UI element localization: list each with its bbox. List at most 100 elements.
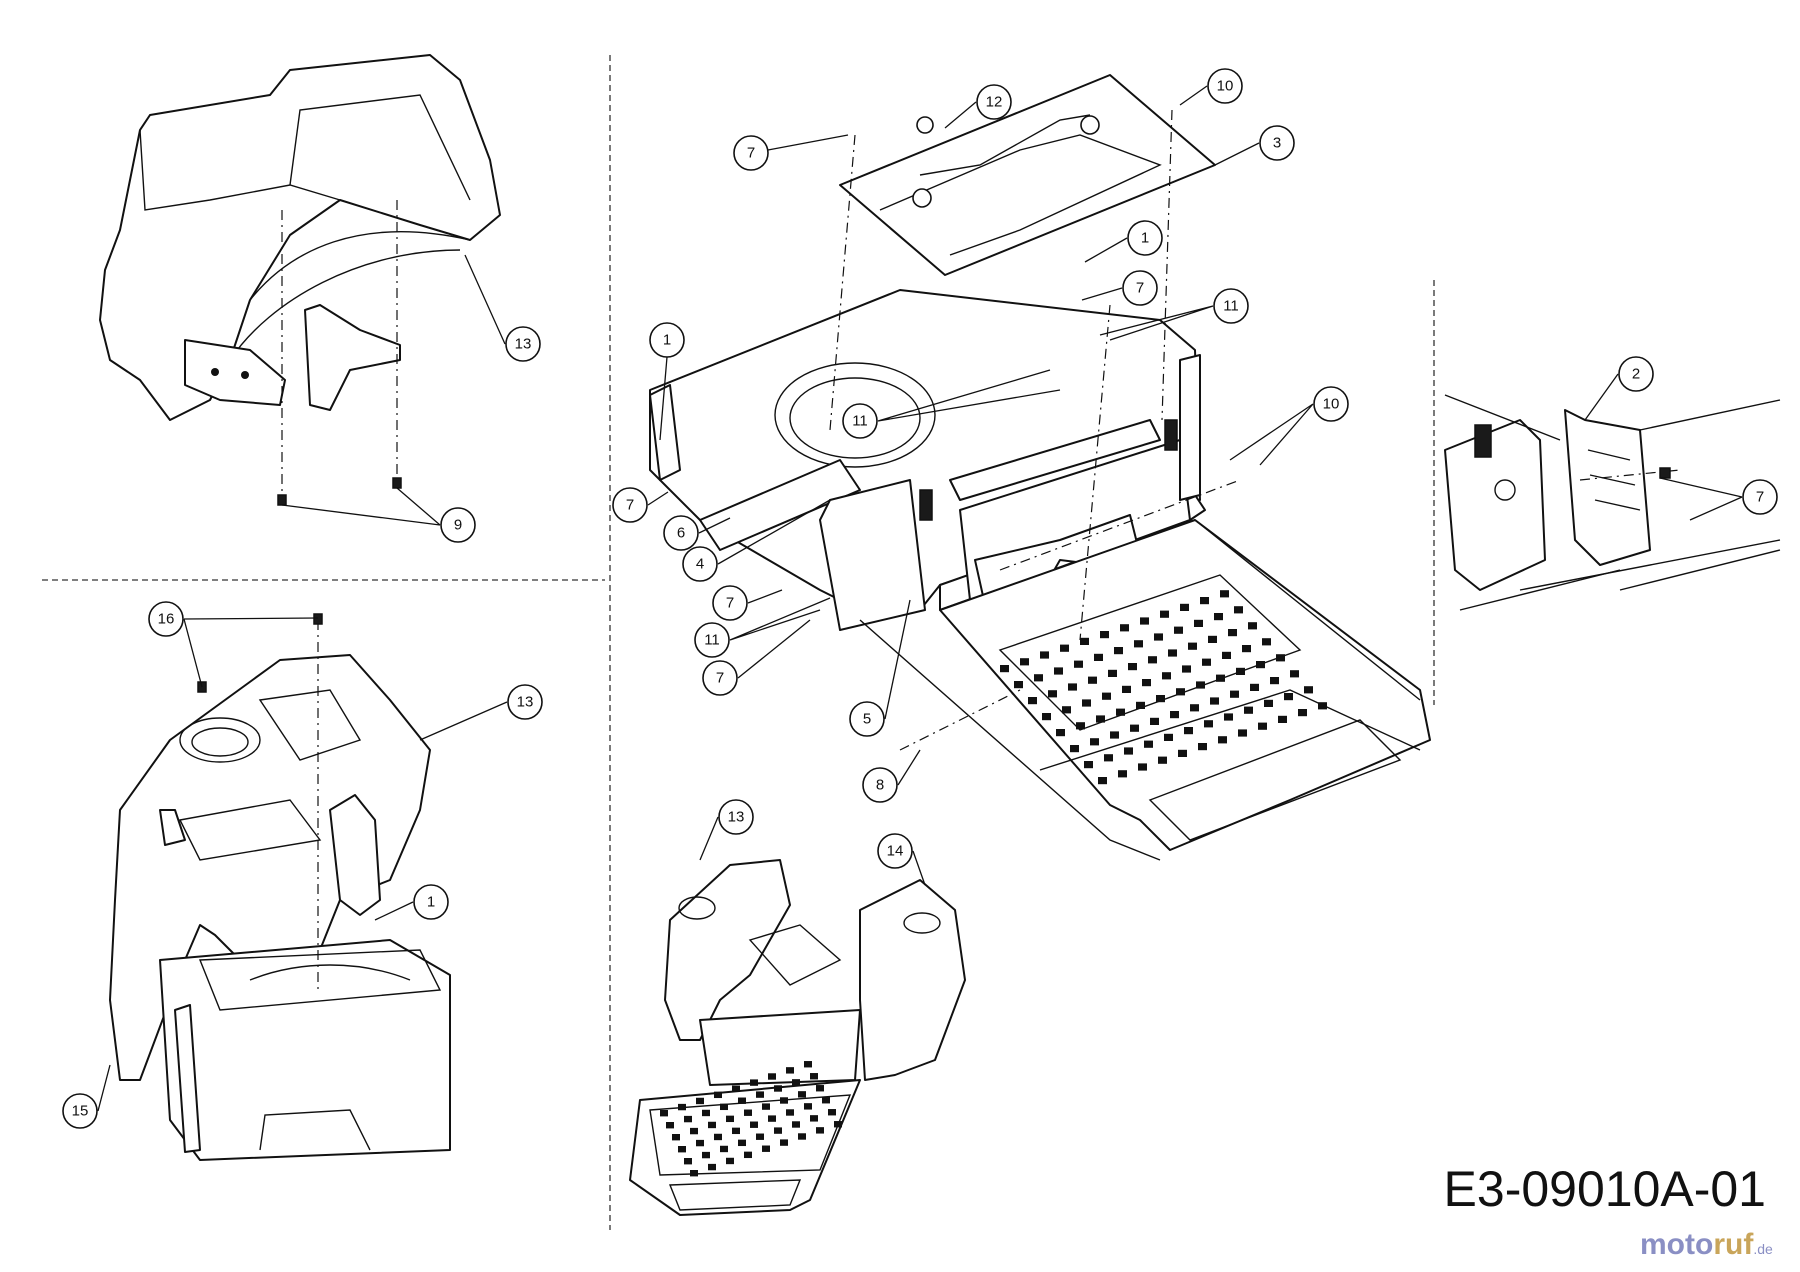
callout-number: 14 bbox=[887, 843, 904, 860]
grille-hole bbox=[1202, 658, 1211, 666]
grille-hole bbox=[678, 1146, 686, 1153]
grille-hole bbox=[1284, 693, 1293, 701]
grille-hole bbox=[1222, 651, 1231, 659]
leader-lines bbox=[97, 85, 1743, 1112]
callout-14: 14 bbox=[877, 833, 913, 869]
callout-5: 5 bbox=[849, 701, 885, 737]
grille-hole bbox=[720, 1145, 728, 1153]
callout-10: 10 bbox=[1207, 68, 1243, 104]
grille-hole bbox=[1110, 731, 1119, 739]
grille-hole bbox=[1056, 729, 1065, 737]
grille-hole bbox=[768, 1115, 776, 1122]
grille-hole bbox=[1094, 653, 1103, 661]
grille-hole bbox=[1014, 681, 1023, 689]
grille-hole bbox=[1060, 644, 1069, 652]
grille-hole bbox=[1068, 683, 1077, 691]
grille-hole bbox=[798, 1133, 806, 1140]
grille-hole bbox=[1178, 749, 1187, 757]
grille-hole bbox=[1220, 590, 1229, 598]
grille-hole bbox=[1130, 724, 1139, 732]
callout-number: 1 bbox=[427, 894, 435, 911]
callout-number: 7 bbox=[1136, 280, 1144, 297]
callout-number: 7 bbox=[716, 670, 724, 687]
callout-circle bbox=[976, 84, 1012, 120]
callout-circle bbox=[507, 684, 543, 720]
assembled-view bbox=[629, 859, 966, 1216]
grille-hole bbox=[696, 1139, 704, 1147]
drawing-code: E3-09010A-01 bbox=[1443, 1161, 1766, 1217]
callout-circle bbox=[702, 660, 738, 696]
callout-number: 1 bbox=[663, 332, 671, 349]
callout-number: 11 bbox=[852, 413, 868, 430]
callout-number: 5 bbox=[863, 711, 871, 728]
callout-number: 7 bbox=[1756, 489, 1764, 506]
grille-hole bbox=[1138, 763, 1147, 771]
callout-number: 13 bbox=[728, 809, 745, 826]
grille-hole bbox=[1142, 679, 1151, 687]
floor-pan bbox=[859, 519, 1431, 861]
callout-circle bbox=[712, 585, 748, 621]
callout-9: 9 bbox=[440, 507, 476, 543]
grille-hole bbox=[1270, 677, 1279, 685]
grille-hole bbox=[1076, 722, 1085, 730]
callout-number: 3 bbox=[1273, 135, 1281, 152]
grille-hole bbox=[1258, 722, 1267, 730]
grille-hole bbox=[1214, 613, 1223, 621]
callout-number: 11 bbox=[704, 632, 720, 649]
grille-hole bbox=[1230, 690, 1239, 698]
grille-hole bbox=[1188, 642, 1197, 650]
grille-hole bbox=[1028, 697, 1037, 705]
callout-circle bbox=[440, 507, 476, 543]
grille-hole bbox=[1082, 699, 1091, 707]
callout-circle bbox=[1213, 288, 1249, 324]
callout-number: 13 bbox=[517, 694, 534, 711]
grille-hole bbox=[1264, 699, 1273, 707]
callout-4: 4 bbox=[682, 546, 718, 582]
grille-hole bbox=[810, 1073, 818, 1080]
grille-hole bbox=[744, 1151, 752, 1159]
grille-hole bbox=[672, 1134, 680, 1141]
main-frame bbox=[649, 289, 1206, 631]
grille-hole bbox=[1034, 674, 1043, 682]
grille-hole bbox=[684, 1115, 692, 1123]
callout-6: 6 bbox=[663, 515, 699, 551]
callout-circle bbox=[1618, 356, 1654, 392]
grille-hole bbox=[1190, 704, 1199, 712]
grille-hole bbox=[1154, 633, 1163, 641]
watermark-part3: .de bbox=[1753, 1241, 1773, 1257]
grille-hole bbox=[816, 1127, 824, 1134]
floor-grille bbox=[1000, 590, 1327, 785]
grille-hole bbox=[1244, 706, 1253, 714]
grille-hole bbox=[1000, 665, 1009, 673]
grille-hole bbox=[666, 1122, 674, 1129]
grille-hole bbox=[726, 1115, 734, 1123]
grille-hole bbox=[744, 1109, 752, 1116]
watermark-part1: moto bbox=[1640, 1228, 1714, 1261]
callout-7: 7 bbox=[712, 585, 748, 621]
callout-number: 4 bbox=[696, 556, 704, 573]
grille-hole bbox=[1234, 606, 1243, 614]
grille-hole bbox=[1020, 658, 1029, 666]
callout-7: 7 bbox=[612, 487, 648, 523]
watermark-logo: motoruf.de bbox=[1640, 1228, 1773, 1262]
grille-hole bbox=[816, 1085, 824, 1092]
grille-hole bbox=[1176, 688, 1185, 696]
grille-hole bbox=[780, 1097, 788, 1104]
grille-hole bbox=[786, 1067, 794, 1074]
grille-hole bbox=[1108, 669, 1117, 677]
callout-7: 7 bbox=[1122, 270, 1158, 306]
grille-hole bbox=[798, 1091, 806, 1098]
callout-circle bbox=[612, 487, 648, 523]
callout-circle bbox=[649, 322, 685, 358]
grille-hole bbox=[1184, 727, 1193, 735]
grille-hole bbox=[1200, 597, 1209, 605]
grille-hole bbox=[1134, 640, 1143, 648]
grille-hole bbox=[1144, 740, 1153, 748]
callout-number: 13 bbox=[515, 336, 532, 353]
grille-hole bbox=[714, 1091, 722, 1099]
callout-number: 10 bbox=[1323, 396, 1340, 413]
callout-number: 7 bbox=[726, 595, 734, 612]
callout-11: 11 bbox=[842, 403, 878, 439]
grille-hole bbox=[1204, 720, 1213, 728]
